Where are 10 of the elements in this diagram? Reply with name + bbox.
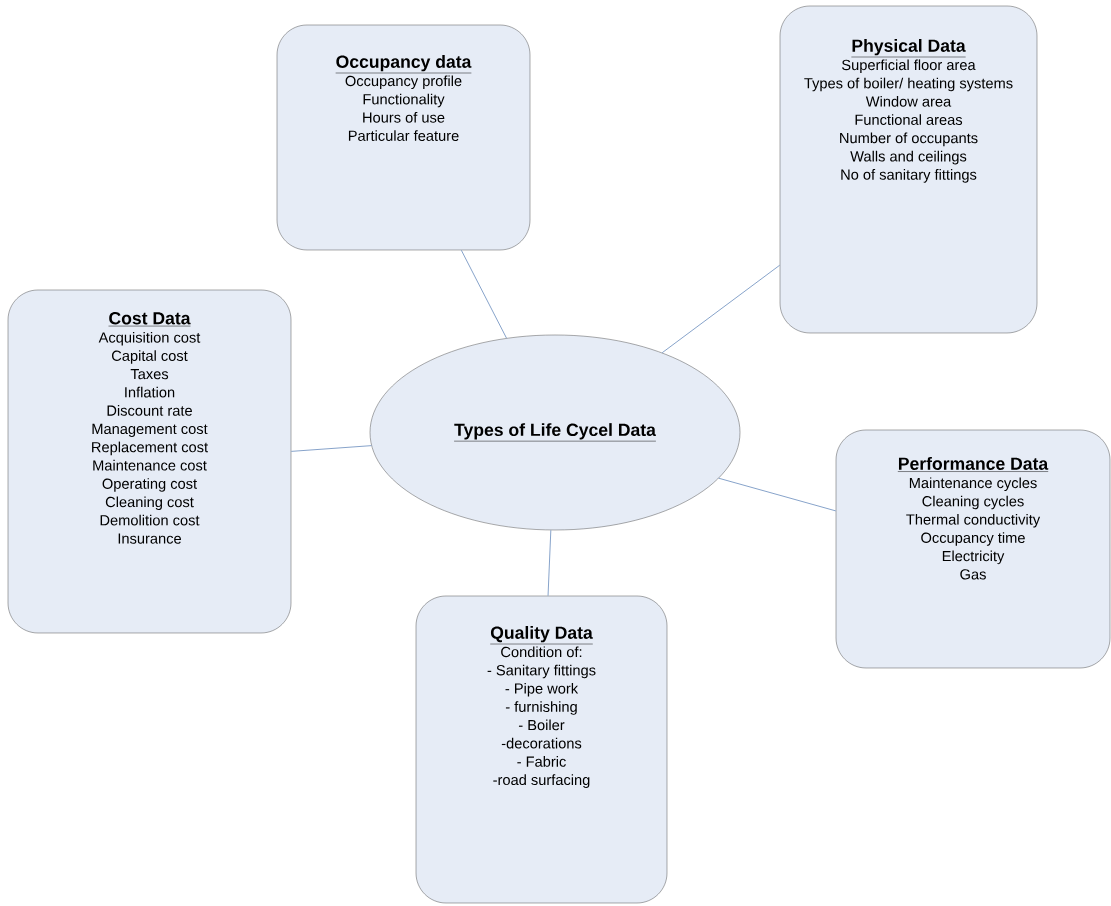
data-box: Performance Data Maintenance cycles Cleaning cycles Thermal conductivity Occupancy time Electricity Gas	[835, 429, 1111, 669]
data-box: Cost Data Acquisition cost Capital cost Taxes Inflation Discount rate Management cost Replacement cost Maintenance cost Operating cost Cleaning cost Demolition cost Insurance	[7, 289, 292, 634]
data-box: Occupancy data Occupancy profile Functionality Hours of use Particular feature	[276, 24, 531, 251]
connector-line	[290, 445, 372, 452]
connector-line	[661, 264, 781, 354]
data-box: Quality Data Condition of: - Sanitary fittings - Pipe work - furnishing - Boiler -decorations - Fabric -road surfacing	[415, 595, 668, 904]
connector-line	[547, 529, 552, 597]
connector-line	[718, 477, 837, 512]
connector-line	[460, 249, 507, 339]
data-box: Physical Data Superficial floor area Types of boiler/ heating systems Window area Functional areas Number of occupants Walls and ceilings No of sanitary fittings	[779, 5, 1038, 334]
